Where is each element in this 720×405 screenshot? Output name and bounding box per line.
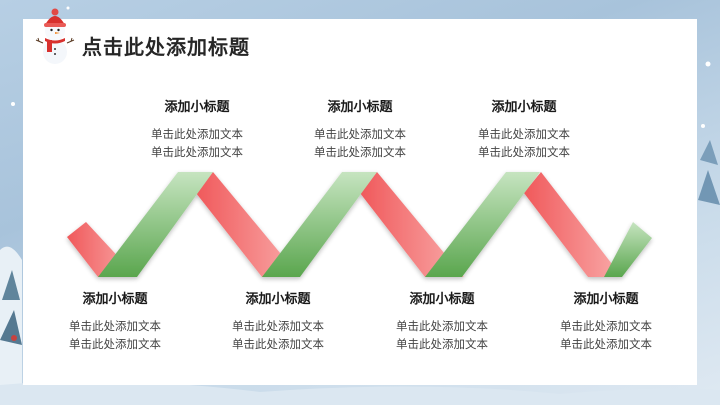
slide-title[interactable]: 点击此处添加标题: [82, 35, 250, 59]
item-text: 单击此处添加文本: [314, 144, 406, 159]
bottom-item-1[interactable]: 添加小标题 单击此处添加文本 单击此处添加文本: [50, 291, 180, 353]
item-text: 单击此处添加文本: [314, 127, 406, 141]
item-heading: 添加小标题: [573, 292, 639, 307]
item-heading: 添加小标题: [409, 292, 475, 307]
item-text: 单击此处添加文本: [478, 127, 570, 141]
item-text: 单击此处添加文本: [560, 336, 652, 351]
bottom-item-4[interactable]: 添加小标题 单击此处添加文本 单击此处添加文本: [541, 291, 671, 353]
item-text: 单击此处添加文本: [396, 319, 488, 333]
item-text: 单击此处添加文本: [151, 127, 243, 141]
top-item-3[interactable]: 添加小标题 单击此处添加文本 单击此处添加文本: [459, 99, 589, 161]
item-text: 单击此处添加文本: [560, 319, 652, 333]
snowman-icon: [35, 8, 75, 64]
item-text: 单击此处添加文本: [69, 319, 161, 333]
item-text: 单击此处添加文本: [232, 319, 324, 333]
bottom-item-3[interactable]: 添加小标题 单击此处添加文本 单击此处添加文本: [377, 291, 507, 353]
item-text: 单击此处添加文本: [478, 144, 570, 159]
item-text: 单击此处添加文本: [396, 336, 488, 351]
item-text: 单击此处添加文本: [232, 336, 324, 351]
bottom-item-2[interactable]: 添加小标题 单击此处添加文本 单击此处添加文本: [213, 291, 343, 353]
item-heading: 添加小标题: [164, 100, 230, 115]
item-text: 单击此处添加文本: [69, 336, 161, 351]
top-item-1[interactable]: 添加小标题 单击此处添加文本 单击此处添加文本: [132, 99, 262, 161]
top-item-2[interactable]: 添加小标题 单击此处添加文本 单击此处添加文本: [295, 99, 425, 161]
item-heading: 添加小标题: [82, 292, 148, 307]
item-heading: 添加小标题: [491, 100, 557, 115]
item-heading: 添加小标题: [327, 100, 393, 115]
item-text: 单击此处添加文本: [151, 144, 243, 159]
item-heading: 添加小标题: [245, 292, 311, 307]
